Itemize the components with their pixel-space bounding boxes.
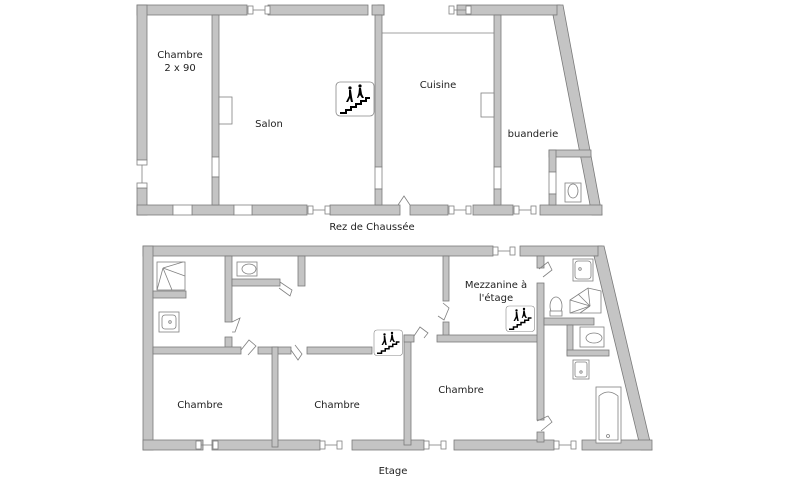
room-label: Mezzanine à (465, 279, 527, 291)
room-label: buanderie (508, 129, 559, 140)
toilet-icon (579, 326, 605, 348)
wall (142, 245, 154, 451)
wall (136, 204, 174, 216)
wall (403, 334, 412, 446)
room-label: Cuisine (420, 80, 457, 91)
sink-icon (572, 359, 590, 380)
wall (536, 282, 545, 421)
wall (536, 431, 545, 443)
wall (136, 4, 248, 16)
wall (211, 176, 220, 206)
wall (306, 346, 373, 355)
wall (152, 346, 242, 355)
wall (371, 4, 385, 16)
wall (539, 204, 603, 216)
toilet-icon (549, 296, 563, 317)
wall (152, 290, 187, 299)
stairs-icon (335, 81, 375, 117)
wall (493, 14, 502, 168)
wall (436, 334, 540, 343)
wall (548, 193, 557, 206)
stairs-icon (505, 305, 535, 332)
wall (329, 204, 401, 216)
floor-caption: Rez de Chaussée (329, 221, 414, 233)
wall (267, 4, 369, 16)
room-label: Chambre (438, 385, 484, 396)
wall (409, 204, 449, 216)
wall (142, 245, 494, 257)
wall (493, 188, 502, 206)
wall (351, 439, 425, 451)
wall (403, 334, 415, 343)
wall (224, 255, 233, 323)
wall (297, 255, 306, 287)
bathtub-icon (595, 386, 622, 444)
stairs-icon (373, 329, 403, 356)
wall (374, 188, 383, 206)
wall (191, 204, 235, 216)
shower-icon (156, 261, 186, 291)
room-sublabel: 2 x 90 (164, 63, 195, 74)
wall (211, 14, 220, 158)
wall (442, 321, 450, 337)
toilet-icon (236, 261, 258, 277)
room-label: Chambre (314, 400, 360, 411)
wall (519, 245, 603, 257)
wall (142, 439, 204, 451)
floor-caption: Etage (379, 466, 408, 477)
wall (211, 439, 321, 451)
room-label: Chambre (177, 400, 223, 411)
wall (548, 149, 557, 173)
sink-icon (572, 258, 594, 282)
wall (442, 255, 450, 302)
sink-icon (158, 311, 180, 333)
wall (251, 204, 308, 216)
shower-icon (569, 287, 602, 314)
wall (472, 204, 514, 216)
wall (566, 349, 610, 357)
wall (271, 346, 279, 448)
wall (136, 4, 148, 161)
upper-floor-plan: Chambre Chambre Chambre Mezzanine à l'ét… (142, 245, 653, 477)
wall (543, 317, 595, 326)
room-label: Salon (255, 119, 283, 130)
room-sublabel: l'étage (479, 292, 513, 304)
wall (231, 278, 281, 287)
ground-floor-plan: Chambre 2 x 90 Salon Cuisine buanderie R… (136, 4, 603, 233)
wall (374, 14, 383, 168)
wall (456, 4, 561, 16)
room-label: Chambre (157, 50, 203, 61)
